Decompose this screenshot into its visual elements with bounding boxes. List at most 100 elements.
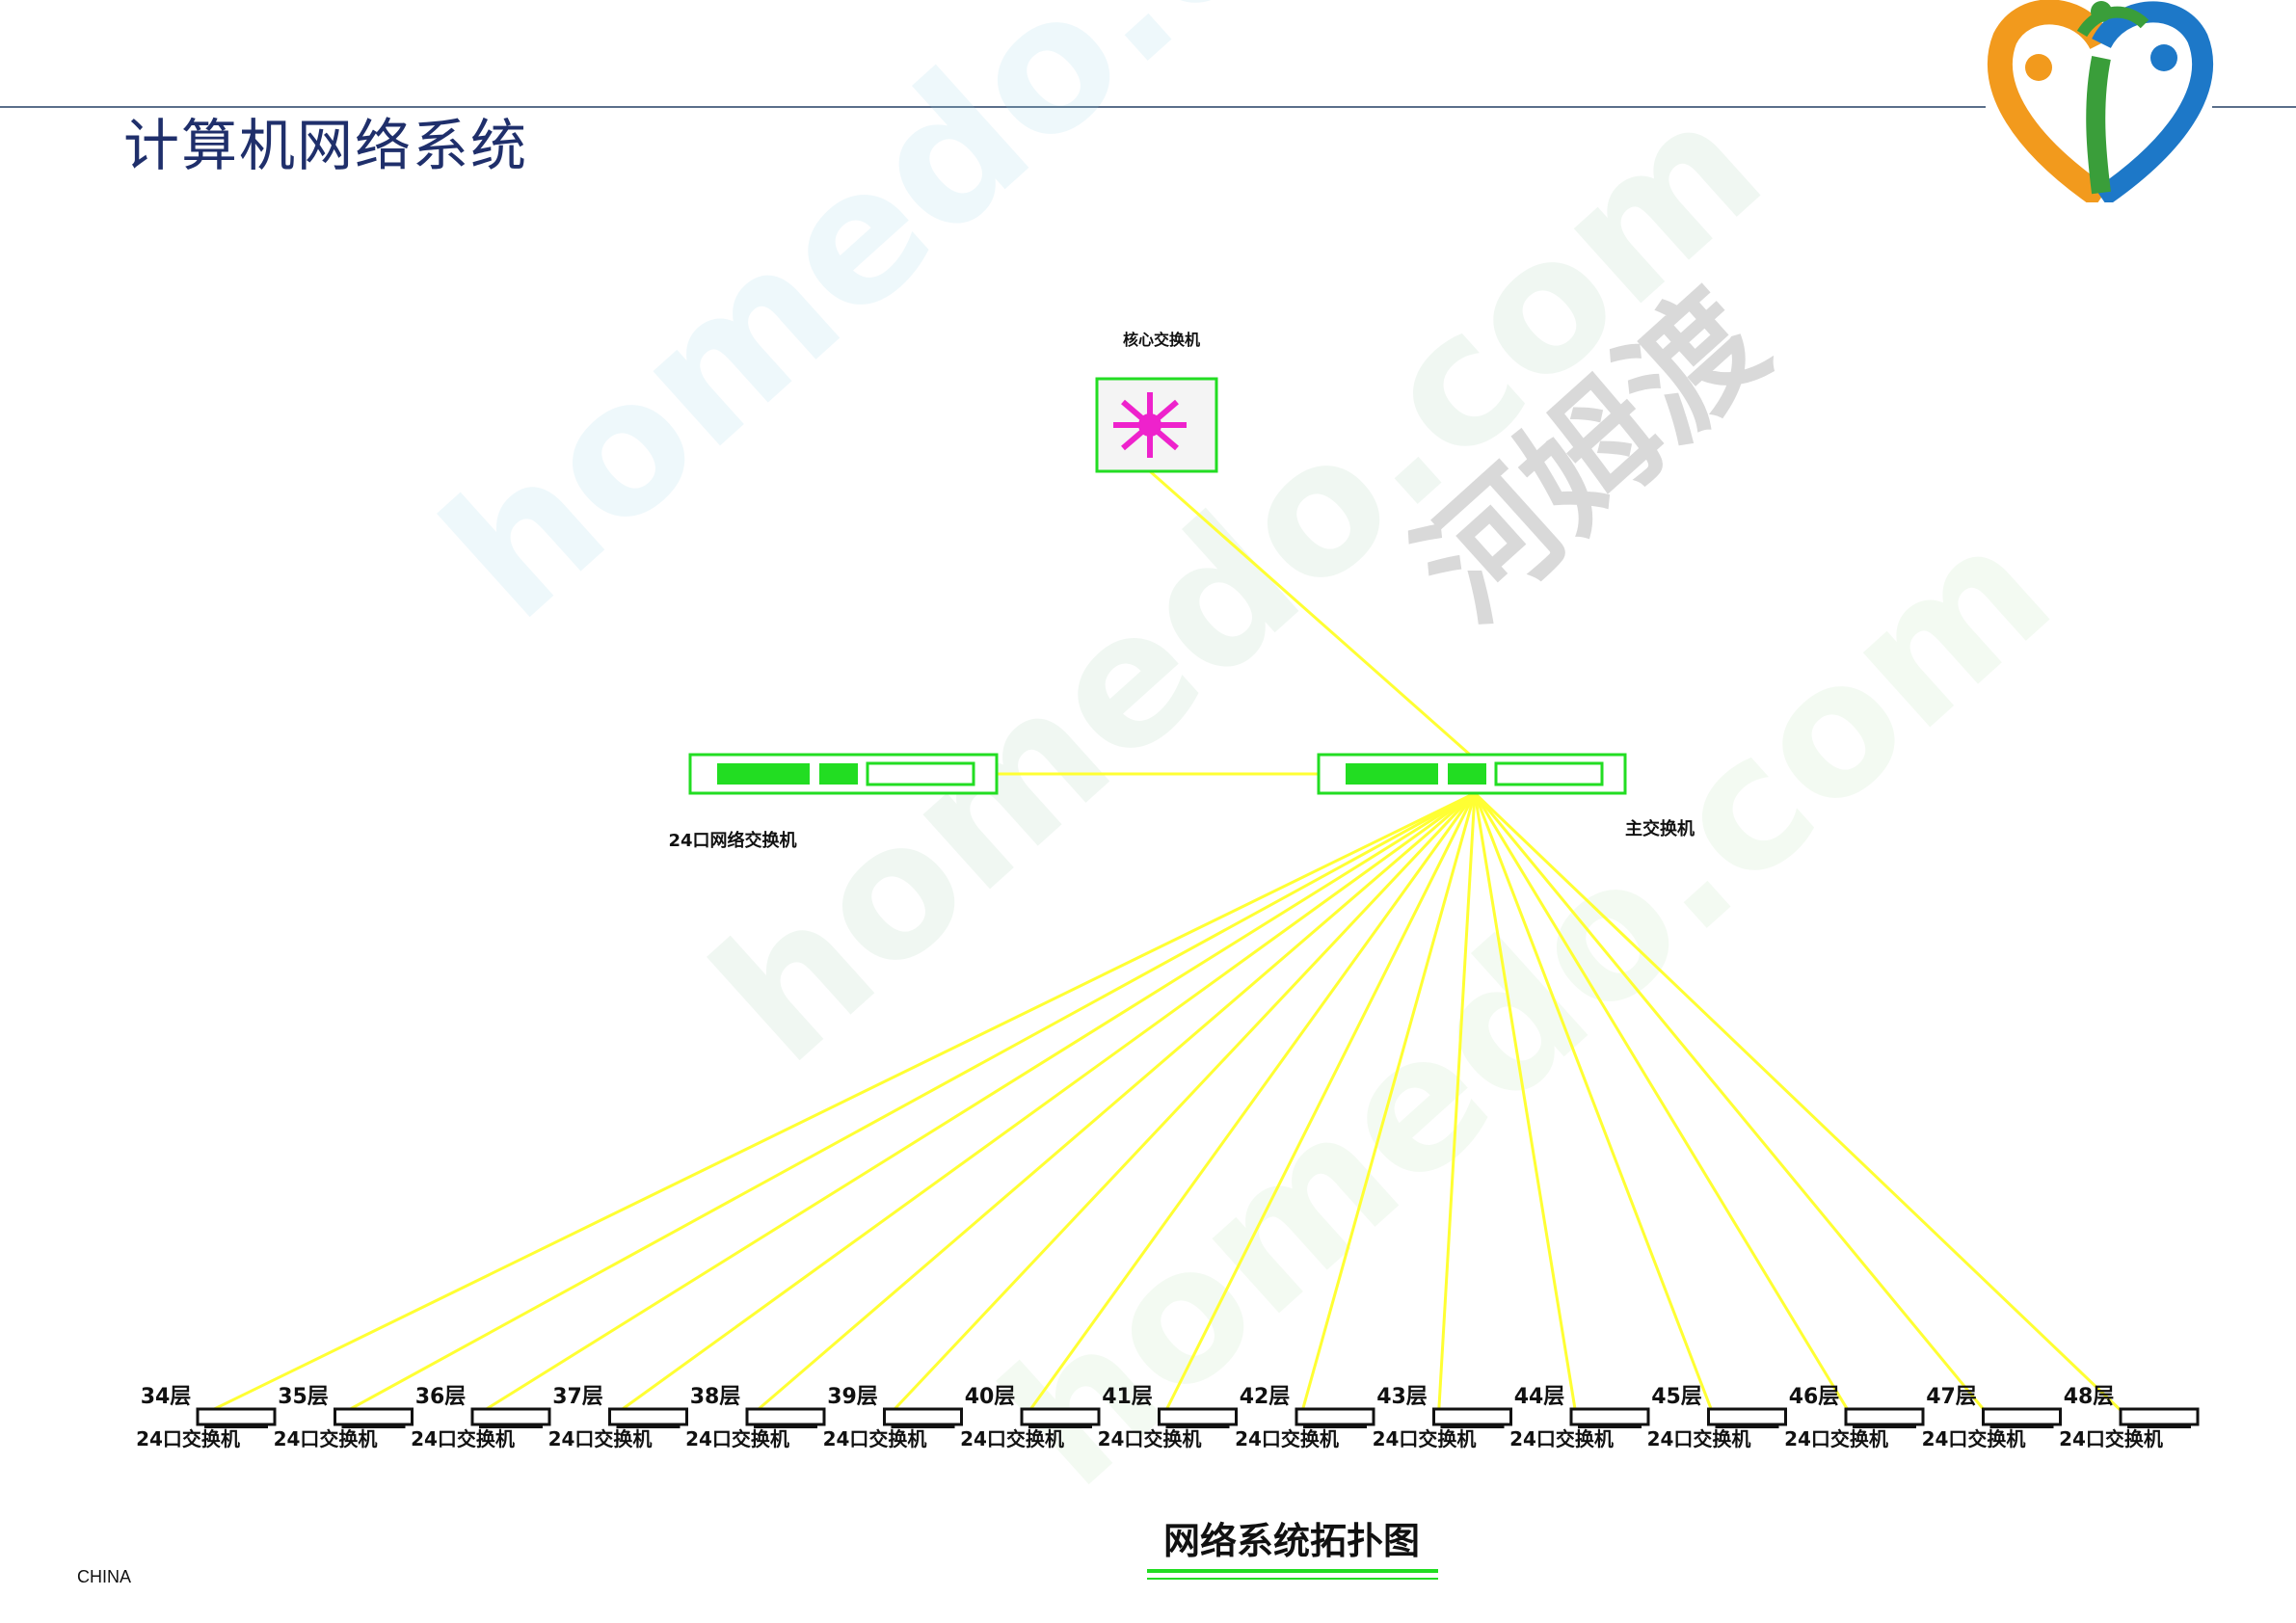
floor-switch-icon	[334, 1407, 414, 1426]
floor-device-label: 24口交换机	[823, 1427, 927, 1450]
floor-link-line	[1473, 792, 1989, 1416]
floor-switch-icon	[1569, 1407, 1650, 1426]
floor-switch-base	[341, 1424, 406, 1428]
floor-switch-icon	[1844, 1407, 1925, 1426]
floor-label: 43层	[1376, 1385, 1428, 1409]
floor-link-line	[338, 791, 1476, 1417]
floor-label: 47层	[1926, 1385, 1977, 1409]
floor-node: 47层 24口交换机	[1922, 1385, 2062, 1450]
floor-link-line	[476, 791, 1476, 1417]
floor-link-line	[613, 791, 1476, 1417]
diagram-caption: 网络系统拓扑图	[1163, 1520, 1420, 1562]
floor-device-label: 24口交换机	[960, 1427, 1064, 1450]
floor-switches: 34层24口交换机35层24口交换机36层24口交换机37层24口交换机38层2…	[136, 1385, 2200, 1450]
floor-device-label: 24口交换机	[1098, 1427, 1202, 1450]
floor-label: 41层	[1102, 1385, 1153, 1409]
floor-switch-icon	[196, 1407, 277, 1426]
floor-switch-base	[2127, 1424, 2191, 1428]
floor-switch-icon	[1707, 1407, 1787, 1426]
floor-label: 39层	[827, 1385, 878, 1409]
floor-label: 38层	[690, 1385, 741, 1409]
floor-node: 39层 24口交换机	[823, 1385, 963, 1450]
floor-link-line	[1162, 792, 1477, 1416]
floor-switch-base	[1989, 1424, 2054, 1428]
switch-right-label: 主交换机	[1625, 818, 1695, 839]
floor-label: 48层	[2064, 1385, 2115, 1409]
floor-link-line	[1299, 792, 1477, 1416]
floor-switch-base	[479, 1424, 543, 1428]
footer-text: CHINA	[77, 1567, 132, 1586]
floor-link-line	[1437, 792, 1477, 1416]
floor-device-label: 24口交换机	[411, 1427, 515, 1450]
topology-links	[201, 469, 2127, 1417]
floor-node: 36层 24口交换机	[411, 1385, 551, 1450]
floor-switch-base	[754, 1424, 817, 1428]
floor-label: 46层	[1789, 1385, 1840, 1409]
floor-switch-base	[1440, 1424, 1505, 1428]
floor-switch-icon	[2119, 1407, 2200, 1426]
floor-switch-base	[1028, 1424, 1092, 1428]
floor-device-label: 24口交换机	[1509, 1427, 1614, 1450]
floor-switch-base	[1578, 1424, 1642, 1428]
floor-node: 42层 24口交换机	[1235, 1385, 1375, 1450]
floor-link-line	[1473, 791, 2127, 1417]
floor-node: 41层 24口交换机	[1098, 1385, 1238, 1450]
header-rule	[0, 106, 1986, 108]
floor-switch-icon	[1158, 1407, 1238, 1426]
router-icon	[1113, 392, 1187, 458]
floor-device-label: 24口交换机	[1373, 1427, 1477, 1450]
floor-label: 35层	[278, 1385, 329, 1409]
floor-label: 44层	[1514, 1385, 1565, 1409]
floor-link-line	[1473, 792, 1715, 1416]
floor-label: 45层	[1651, 1385, 1702, 1409]
floor-node: 40层 24口交换机	[960, 1385, 1101, 1450]
uplink-line	[1149, 469, 1471, 757]
floor-switch-icon	[1432, 1407, 1512, 1426]
switch-left-label: 24口网络交换机	[668, 830, 796, 851]
floor-device-label: 24口交换机	[1922, 1427, 2026, 1450]
floor-node: 44层 24口交换机	[1509, 1385, 1650, 1450]
floor-switch-base	[1303, 1424, 1367, 1428]
floor-switch-icon	[1295, 1407, 1375, 1426]
floor-switch-icon	[1020, 1407, 1101, 1426]
floor-switch-icon	[883, 1407, 963, 1426]
brand-logo	[1988, 0, 2213, 202]
floor-switch-base	[616, 1424, 681, 1428]
floor-switch-base	[1853, 1424, 1916, 1428]
floor-switch-base	[1165, 1424, 1230, 1428]
floor-device-label: 24口交换机	[548, 1427, 653, 1450]
floor-link-line	[1025, 792, 1477, 1416]
header-rule-right	[2212, 106, 2296, 108]
floor-label: 37层	[552, 1385, 603, 1409]
floor-device-label: 24口交换机	[1784, 1427, 1888, 1450]
floor-switch-icon	[470, 1407, 551, 1426]
floor-switch-icon	[745, 1407, 826, 1426]
floor-label: 40层	[965, 1385, 1016, 1409]
floor-link-line	[751, 791, 1476, 1417]
floor-link-line	[888, 791, 1477, 1417]
floor-link-line	[201, 791, 1476, 1417]
floor-device-label: 24口交换机	[685, 1427, 789, 1450]
slide-title: 计算机网络系统	[123, 113, 529, 178]
floor-node: 35层 24口交换机	[274, 1385, 414, 1450]
floor-node: 43层 24口交换机	[1373, 1385, 1512, 1450]
floor-device-label: 24口交换机	[274, 1427, 378, 1450]
floor-switch-icon	[608, 1407, 688, 1426]
floor-switch-base	[1715, 1424, 1779, 1428]
floor-node: 38层 24口交换机	[685, 1385, 826, 1450]
floor-link-line	[1473, 792, 1853, 1416]
switch-left	[688, 753, 999, 795]
floor-link-line	[1473, 792, 1578, 1416]
floor-device-label: 24口交换机	[1235, 1427, 1339, 1450]
switch-right	[1317, 753, 1627, 795]
floor-switch-base	[204, 1424, 268, 1428]
core-switch-label: 核心交换机	[1123, 331, 1200, 349]
floor-node: 46层 24口交换机	[1784, 1385, 1925, 1450]
floor-label: 42层	[1240, 1385, 1291, 1409]
floor-label: 36层	[415, 1385, 467, 1409]
floor-label: 34层	[141, 1385, 192, 1409]
